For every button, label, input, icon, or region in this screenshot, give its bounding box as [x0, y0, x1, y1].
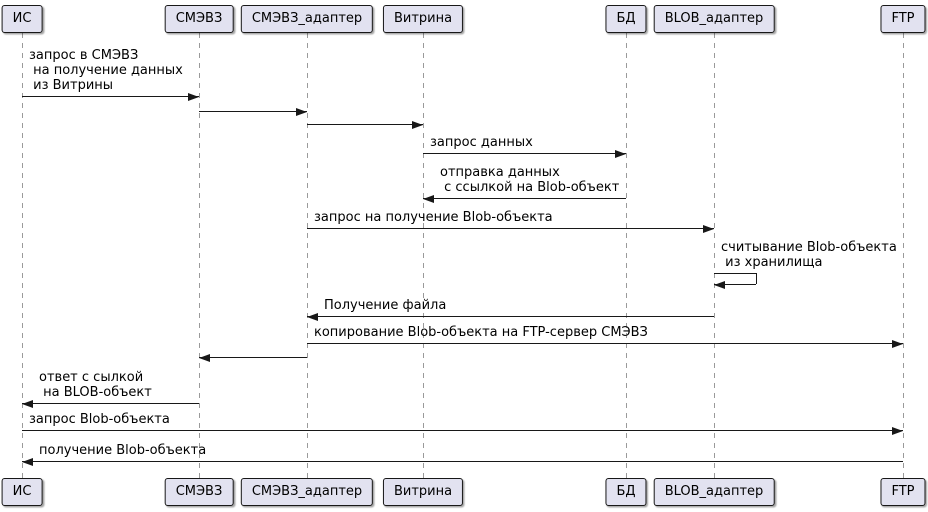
actor-box-bottom-6: FTP — [880, 478, 926, 506]
message-line-12 — [22, 461, 903, 462]
actor-box-bottom-4: БД — [605, 478, 647, 506]
message-label-5: запрос на получение Blob-объекта — [314, 210, 553, 225]
message-line-10 — [22, 403, 199, 404]
message-line-8 — [307, 343, 903, 344]
message-label-12: получение Blob-объекта — [39, 443, 207, 458]
message-line-5 — [307, 228, 714, 229]
message-line-7 — [307, 316, 714, 317]
actor-box-top-4: БД — [605, 5, 647, 33]
arrowhead-icon — [22, 399, 33, 408]
arrowhead-icon — [22, 457, 33, 466]
actor-box-top-1: СМЭВЗ — [164, 5, 234, 33]
message-label-11: запрос Blob-объекта — [29, 412, 170, 427]
arrowhead-icon — [296, 107, 307, 116]
message-line-0 — [22, 96, 199, 97]
arrowhead-icon — [892, 339, 903, 348]
actor-box-bottom-1: СМЭВЗ — [164, 478, 234, 506]
actor-box-bottom-2: СМЭВЗ_адаптер — [240, 478, 374, 506]
message-label: считывание Blob-объекта из хранилища — [721, 240, 897, 270]
arrowhead-icon — [188, 92, 199, 101]
arrowhead-icon — [714, 280, 725, 289]
lifeline-3 — [423, 33, 424, 478]
actor-box-bottom-0: ИС — [1, 478, 43, 506]
message-label-10: ответ с сылкой на BLOB-объект — [39, 370, 152, 400]
arrowhead-icon — [307, 312, 318, 321]
actor-box-top-3: Витрина — [382, 5, 464, 33]
lifeline-0 — [22, 33, 23, 478]
actor-box-top-6: FTP — [880, 5, 926, 33]
actor-box-top-5: BLOB_адаптер — [653, 5, 775, 33]
actor-box-top-0: ИС — [1, 5, 43, 33]
message-line — [714, 284, 756, 285]
message-line-9 — [199, 357, 307, 358]
actor-box-bottom-5: BLOB_адаптер — [653, 478, 775, 506]
message-label-3: запрос данных — [430, 135, 533, 150]
arrowhead-icon — [703, 224, 714, 233]
message-self-connector — [756, 273, 757, 284]
lifeline-4 — [626, 33, 627, 478]
arrowhead-icon — [423, 194, 434, 203]
message-label-8: копирование Blob-объекта на FTP-сервер С… — [314, 325, 648, 340]
message-label-0: запрос в СМЭВЗ на получение данных из Ви… — [29, 48, 183, 93]
message-line-2 — [307, 124, 423, 125]
arrowhead-icon — [615, 149, 626, 158]
lifeline-6 — [903, 33, 904, 478]
message-line-4 — [423, 198, 626, 199]
lifeline-5 — [714, 33, 715, 478]
message-line — [714, 273, 756, 274]
message-line-3 — [423, 153, 626, 154]
message-line-11 — [22, 430, 903, 431]
message-label-4: отправка данных с ссылкой на Blob-объект — [440, 165, 620, 195]
actor-box-bottom-3: Витрина — [382, 478, 464, 506]
message-label-7: Получение файла — [324, 298, 447, 313]
arrowhead-icon — [892, 426, 903, 435]
lifeline-1 — [199, 33, 200, 478]
arrowhead-icon — [412, 120, 423, 129]
arrowhead-icon — [199, 353, 210, 362]
lifeline-2 — [307, 33, 308, 478]
actor-box-top-2: СМЭВЗ_адаптер — [240, 5, 374, 33]
message-line-1 — [199, 111, 307, 112]
